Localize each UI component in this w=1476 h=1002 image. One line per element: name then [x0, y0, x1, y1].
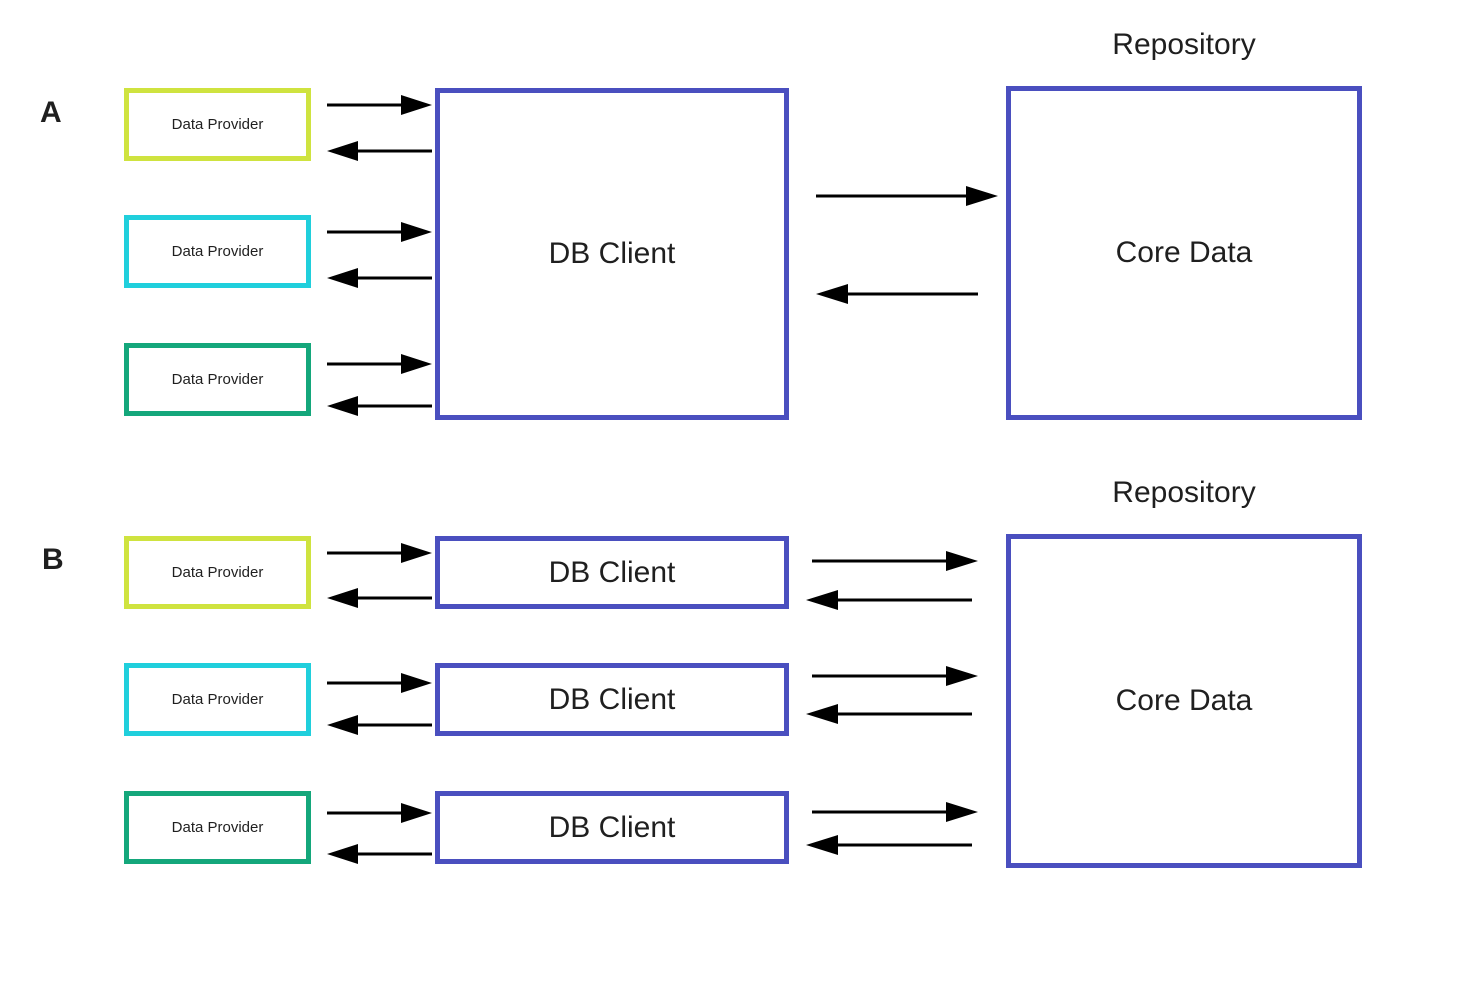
- arrow-provider-a1-to-client: [327, 95, 432, 115]
- data-provider-label: Data Provider: [171, 819, 264, 836]
- data-provider-box-b1[interactable]: Data Provider: [124, 536, 311, 609]
- repository-title-a: Repository: [1112, 28, 1256, 61]
- arrow-client-b2-to-core: [812, 666, 978, 686]
- arrow-client-to-core-a: [816, 186, 998, 206]
- arrow-provider-b3-to-client: [327, 803, 432, 823]
- data-provider-label: Data Provider: [171, 243, 264, 260]
- arrow-client-to-provider-b1: [327, 588, 432, 608]
- arrow-client-to-provider-a1: [327, 141, 432, 161]
- core-data-box-a[interactable]: Core Data: [1006, 86, 1362, 420]
- data-provider-box-a1[interactable]: Data Provider: [124, 88, 311, 161]
- db-client-box-a[interactable]: DB Client: [435, 88, 789, 420]
- arrow-provider-a2-to-client: [327, 222, 432, 242]
- arrow-core-to-client-b1: [806, 590, 972, 610]
- db-client-label: DB Client: [548, 555, 676, 589]
- core-data-box-b[interactable]: Core Data: [1006, 534, 1362, 868]
- arrow-core-to-client-a: [816, 284, 978, 304]
- core-data-label: Core Data: [1115, 236, 1253, 269]
- arrow-client-to-provider-a3: [327, 396, 432, 416]
- arrow-client-b3-to-core: [812, 802, 978, 822]
- data-provider-label: Data Provider: [171, 564, 264, 581]
- repository-title-b: Repository: [1112, 476, 1256, 509]
- data-provider-box-a3[interactable]: Data Provider: [124, 343, 311, 416]
- arrow-client-b1-to-core: [812, 551, 978, 571]
- data-provider-label: Data Provider: [171, 116, 264, 133]
- data-provider-box-a2[interactable]: Data Provider: [124, 215, 311, 288]
- data-provider-label: Data Provider: [171, 691, 264, 708]
- arrow-client-to-provider-a2: [327, 268, 432, 288]
- arrow-client-to-provider-b3: [327, 844, 432, 864]
- arrow-client-to-provider-b2: [327, 715, 432, 735]
- data-provider-box-b2[interactable]: Data Provider: [124, 663, 311, 736]
- arrow-provider-b1-to-client: [327, 543, 432, 563]
- arrow-core-to-client-b2: [806, 704, 972, 724]
- panel-label-a: A: [40, 96, 63, 129]
- panel-label-b: B: [42, 543, 65, 576]
- db-client-box-b1[interactable]: DB Client: [435, 536, 789, 609]
- data-provider-label: Data Provider: [171, 371, 264, 388]
- core-data-label: Core Data: [1115, 684, 1253, 717]
- db-client-label: DB Client: [548, 237, 676, 270]
- data-provider-box-b3[interactable]: Data Provider: [124, 791, 311, 864]
- db-client-label: DB Client: [548, 682, 676, 716]
- arrow-core-to-client-b3: [806, 835, 972, 855]
- db-client-box-b3[interactable]: DB Client: [435, 791, 789, 864]
- arrow-provider-b2-to-client: [327, 673, 432, 693]
- db-client-box-b2[interactable]: DB Client: [435, 663, 789, 736]
- arrow-provider-a3-to-client: [327, 354, 432, 374]
- db-client-label: DB Client: [548, 810, 676, 844]
